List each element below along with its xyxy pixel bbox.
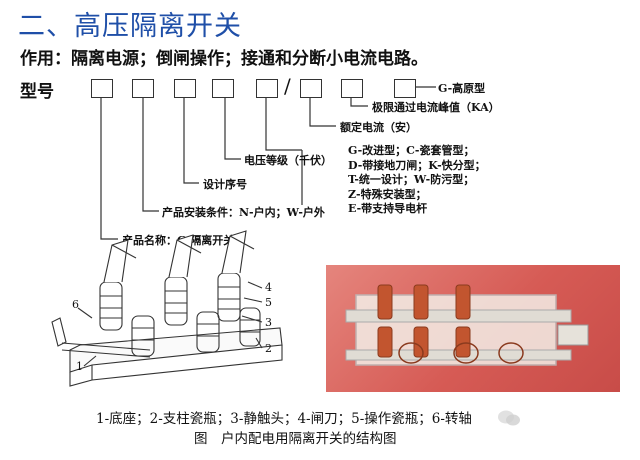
diagram-number-5: 5 [265,296,272,309]
diagram-number-3: 3 [265,316,272,329]
code-box-3 [174,79,196,98]
diagram-number-4: 4 [265,281,272,294]
label-install: 产品安装条件：N-户内；W-户外 [162,206,325,219]
label-variant-2: D-带接地刀闸；K-快分型； [348,159,486,172]
diagram-number-6: 6 [72,298,79,311]
label-peak-current: 极限通过电流峰值（KA） [372,101,500,114]
page-title: 二、高压隔离开关 [18,11,242,42]
switch-photo-illustration [345,284,589,366]
label-variant-3: T-统一设计；W-防污型； [348,173,475,186]
diagram-number-1: 1 [76,360,83,373]
code-box-6 [300,79,322,98]
label-voltage: 电压等级（千伏） [244,154,332,167]
switch-photo [326,265,620,392]
diagram-number-2: 2 [265,342,272,355]
code-box-4 [212,79,234,98]
label-variant-4: Z-特殊安装型； [348,188,427,201]
label-rated-current: 额定电流（安） [340,121,417,134]
code-box-8 [394,79,416,98]
function-line: 作用：隔离电源；倒闸操作；接通和分断小电流电路。 [20,49,428,69]
figure-legend: 1-底座；2-支柱瓷瓶；3-静触头；4-闸刀；5-操作瓷瓶；6-转轴 [96,411,472,427]
label-variant-5: E-带支持导电杆 [348,202,428,215]
model-label: 型号 [20,82,54,102]
code-box-7 [341,79,363,98]
code-box-5 [256,79,278,98]
label-serial: 设计序号 [203,178,247,191]
code-slash: / [284,74,291,98]
label-g-high-altitude: G-高原型 [438,82,486,95]
watermark-icon [498,410,520,426]
code-box-2 [132,79,154,98]
figure-caption: 图 户内配电用隔离开关的结构图 [194,431,397,447]
label-variant-1: G-改进型；C-瓷套管型； [348,144,475,157]
code-box-1 [91,79,113,98]
